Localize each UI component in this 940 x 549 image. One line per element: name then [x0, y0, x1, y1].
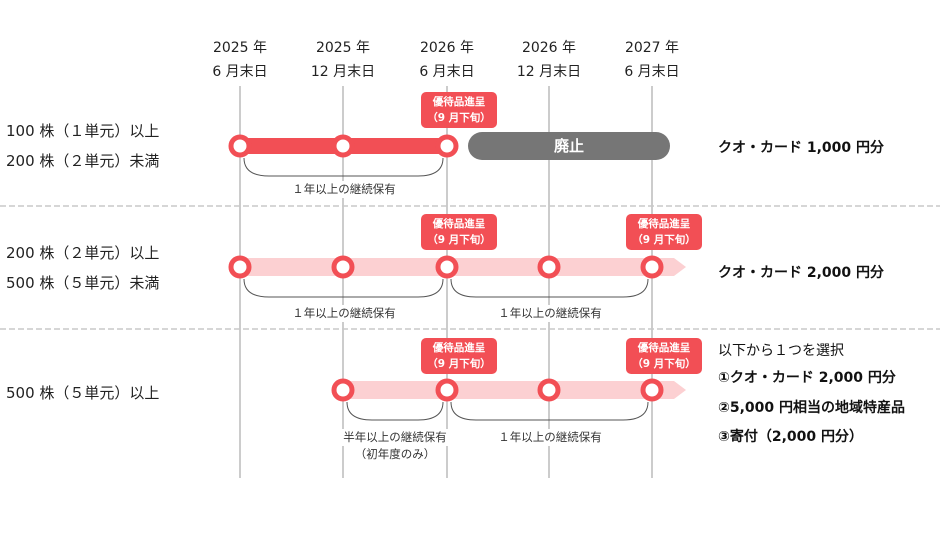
- column-year: 2026 年: [521, 40, 577, 56]
- row-2-label: 200 株（２単元）以上 500 株（５単元）未満: [6, 238, 159, 298]
- holding-period-arrow: [343, 381, 686, 399]
- gift-badge: 優待品進呈 （9 月下旬）: [626, 214, 702, 250]
- row-3-reward-option-3: ③寄付（2,000 円分）: [718, 429, 864, 445]
- timeline-dot: [640, 378, 664, 402]
- gift-badge: 優待品進呈 （9 月下旬）: [626, 338, 702, 374]
- span-label: １年以上の継続保有: [488, 305, 612, 322]
- timeline-dot: [640, 255, 664, 279]
- row-1-label-line-1: 100 株（１単元）以上: [6, 122, 160, 140]
- column-header-2: 2025 年 12 月末日: [298, 36, 388, 84]
- span-label: １年以上の継続保有: [488, 429, 612, 446]
- row-3-label: 500 株（５単元）以上: [6, 378, 159, 408]
- column-date: 6 月末日: [419, 64, 475, 80]
- column-header-4: 2026 年 12 月末日: [504, 36, 594, 84]
- span-label: 半年以上の継続保有: [333, 429, 457, 446]
- column-date: 6 月末日: [212, 64, 268, 80]
- row-1-label-line-2: 200 株（２単元）未満: [6, 152, 160, 170]
- row-3-reward-option-2: ②5,000 円相当の地域特産品: [718, 400, 906, 416]
- span-sublabel: （初年度のみ）: [354, 447, 436, 461]
- badge-line-1: 優待品進呈: [432, 96, 486, 108]
- span-bracket: [346, 401, 444, 421]
- row-2-reward: クオ・カード 2,000 円分: [718, 265, 885, 281]
- column-header-1: 2025 年 6 月末日: [195, 36, 285, 84]
- span-bracket: [243, 278, 444, 298]
- column-date: 6 月末日: [624, 64, 680, 80]
- timeline-dot: [435, 134, 459, 158]
- row-1-reward: クオ・カード 1,000 円分: [718, 140, 885, 156]
- span-bracket: [450, 278, 649, 298]
- timeline-dot: [435, 378, 459, 402]
- span-bracket: [450, 401, 649, 421]
- column-year: 2025 年: [212, 40, 268, 56]
- gift-badge: 優待品進呈 （9 月下旬）: [421, 338, 497, 374]
- timeline-dot: [537, 378, 561, 402]
- gift-badge: 優待品進呈 （9 月下旬）: [421, 92, 497, 128]
- column-header-3: 2026 年 6 月末日: [402, 36, 492, 84]
- badge-line-2: （9 月下旬）: [427, 358, 491, 370]
- timeline-dot: [331, 134, 355, 158]
- abolished-pill: 廃止: [468, 132, 670, 160]
- timeline-dot: [228, 134, 252, 158]
- badge-line-1: 優待品進呈: [432, 342, 486, 354]
- row-2-label-line-2: 500 株（５単元）未満: [6, 274, 160, 292]
- timeline-dot: [331, 378, 355, 402]
- column-year: 2025 年: [315, 40, 371, 56]
- timeline-dot: [228, 255, 252, 279]
- row-3-reward-intro: 以下から１つを選択: [718, 343, 844, 359]
- badge-line-2: （9 月下旬）: [632, 234, 696, 246]
- badge-line-2: （9 月下旬）: [427, 112, 491, 124]
- row-2-label-line-1: 200 株（２単元）以上: [6, 244, 160, 262]
- holding-period-arrow: [240, 258, 686, 276]
- badge-line-2: （9 月下旬）: [427, 234, 491, 246]
- row-1-label: 100 株（１単元）以上 200 株（２単元）未満: [6, 116, 159, 176]
- badge-line-2: （9 月下旬）: [632, 358, 696, 370]
- column-header-5: 2027 年 6 月末日: [607, 36, 697, 84]
- column-date: 12 月末日: [310, 64, 376, 80]
- timeline-dot: [537, 255, 561, 279]
- badge-line-1: 優待品進呈: [637, 342, 691, 354]
- column-year: 2027 年: [624, 40, 680, 56]
- span-label: １年以上の継続保有: [282, 305, 406, 322]
- row-3-reward-option-1: ①クオ・カード 2,000 円分: [718, 370, 896, 386]
- badge-line-1: 優待品進呈: [637, 218, 691, 230]
- column-date: 12 月末日: [516, 64, 582, 80]
- row-3-label-line-1: 500 株（５単元）以上: [6, 384, 160, 402]
- timeline-dot: [435, 255, 459, 279]
- timeline-dot: [331, 255, 355, 279]
- span-bracket: [243, 157, 444, 177]
- column-year: 2026 年: [419, 40, 475, 56]
- gift-badge: 優待品進呈 （9 月下旬）: [421, 214, 497, 250]
- span-label: １年以上の継続保有: [282, 181, 406, 198]
- badge-line-1: 優待品進呈: [432, 218, 486, 230]
